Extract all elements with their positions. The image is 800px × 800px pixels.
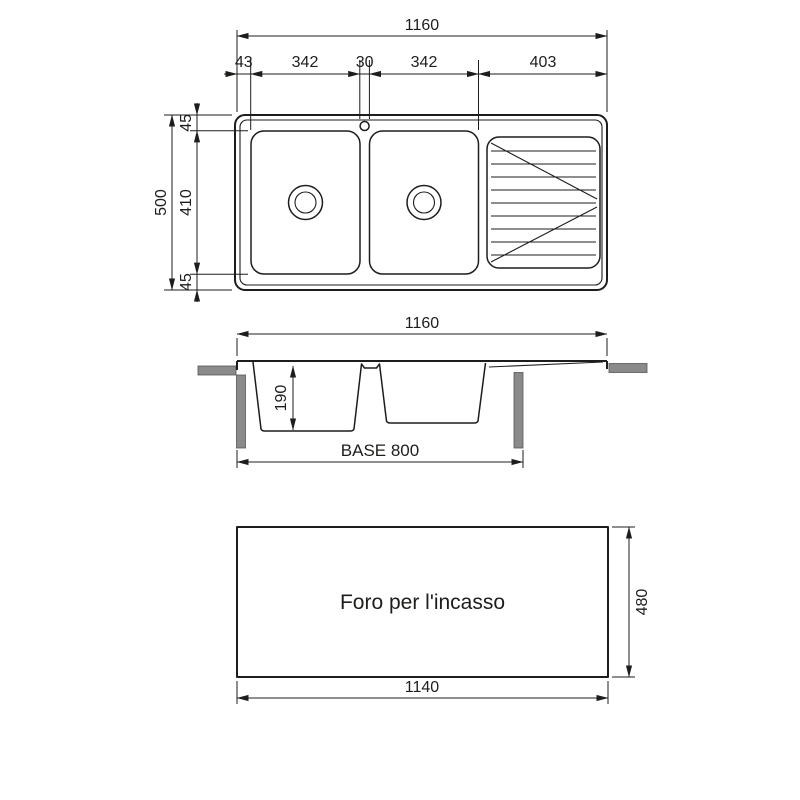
section-base-dimension: BASE 800	[236, 441, 524, 468]
cutout-view: Foro per l'incasso 480 1140	[236, 526, 651, 704]
dim-label-cutout-height: 480	[634, 589, 651, 616]
dim-label-45-top: 45	[178, 114, 195, 132]
section-view: 1160 190 BASE 800	[197, 315, 648, 468]
section-depth-dimension: 190	[273, 365, 297, 431]
top-view: 1160 43 342 30 342 403 500	[153, 17, 608, 302]
dim-label-45-bottom: 45	[178, 273, 195, 291]
dim-label-seg-342-right: 342	[411, 54, 438, 71]
drainer-slope-line	[490, 206, 598, 263]
cutout-height-dimension: 480	[612, 526, 651, 678]
tap-hole	[359, 120, 370, 132]
dim-label-base: BASE 800	[341, 441, 419, 460]
dim-label-seg-30: 30	[356, 54, 374, 71]
dim-label-cutout-width: 1140	[405, 679, 440, 696]
drainer-outline	[486, 136, 601, 269]
dim-label-total-height: 500	[153, 189, 170, 216]
cutout-rectangle	[236, 526, 609, 678]
drainer-area	[486, 136, 601, 269]
right-bowl	[368, 130, 480, 275]
drainer-slope-section	[488, 361, 604, 368]
right-drain-inner	[412, 191, 436, 214]
right-drain-outer	[406, 184, 442, 221]
sink-rim-inner-edge	[239, 119, 603, 286]
cutout-width-dimension: 1140	[236, 679, 609, 704]
top-view-height-dimensions: 500 45 410 45	[153, 103, 248, 302]
cutout-label: Foro per l'incasso	[340, 591, 505, 614]
worktop-left	[197, 365, 237, 376]
top-view-sink-outline	[234, 114, 608, 291]
dim-label-total-width-top: 1160	[405, 17, 440, 34]
sink-outer-edge	[234, 114, 608, 291]
bowls-section-profile	[252, 361, 487, 432]
left-drain-outer	[287, 184, 324, 221]
section-profile	[197, 360, 648, 449]
section-width-dimension: 1160	[236, 315, 608, 356]
dim-label-seg-43: 43	[235, 54, 253, 71]
dim-label-section-width: 1160	[405, 315, 440, 332]
dim-label-410: 410	[178, 189, 195, 216]
cabinet-side-left	[236, 374, 246, 449]
worktop-right	[608, 363, 648, 373]
cabinet-side-right	[513, 372, 524, 449]
left-bowl	[250, 130, 361, 275]
dim-label-seg-403: 403	[530, 54, 557, 71]
dim-label-depth: 190	[273, 385, 290, 412]
dim-label-seg-342-left: 342	[292, 54, 319, 71]
left-drain-inner	[294, 191, 317, 214]
top-view-width-dimensions: 1160 43 342 30 342 403	[224, 17, 608, 130]
drainer-slope-line	[490, 142, 598, 200]
